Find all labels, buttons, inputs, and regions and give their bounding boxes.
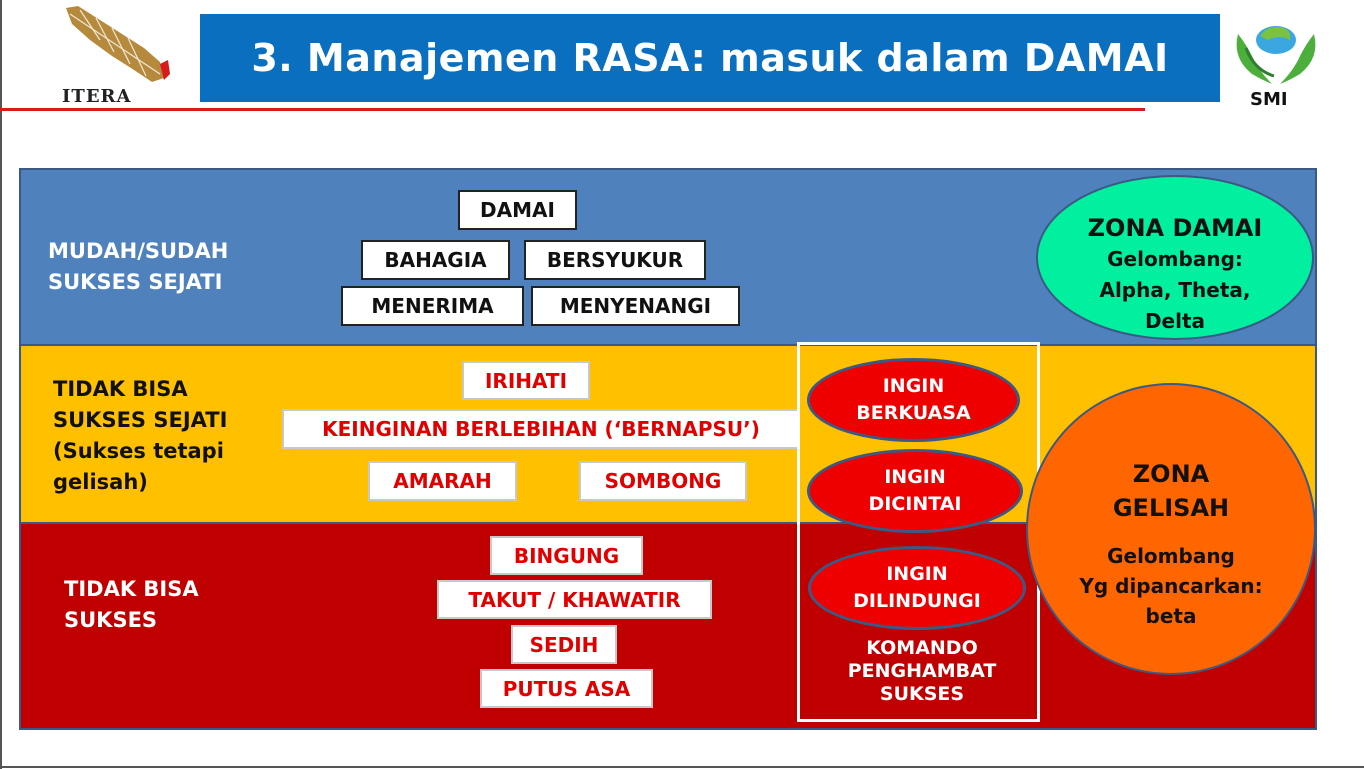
zona-gelisah-circle: ZONA GELISAH Gelombang Yg dipancarkan: b… [1026, 383, 1316, 675]
slide-frame-left [0, 0, 2, 769]
box-sedih: SEDIH [511, 625, 617, 664]
box-bersyukur: BERSYUKUR [524, 240, 706, 280]
row-label-top: MUDAH/SUDAH SUKSES SEJATI [48, 239, 229, 294]
itera-logo-text: ITERA [62, 86, 132, 107]
smi-globe-icon [1236, 26, 1316, 84]
row-label-middle: TIDAK BISA SUKSES SEJATI (Sukses tetapi … [53, 377, 228, 494]
box-keinginan-berlebihan: KEINGINAN BERLEBIHAN (‘BERNAPSU’) [282, 409, 800, 449]
box-amarah: AMARAH [368, 461, 517, 501]
page-title: 3. Manajemen RASA: masuk dalam DAMAI [200, 14, 1220, 102]
itera-map-icon [66, 6, 170, 82]
row-label-bottom: TIDAK BISA SUKSES [64, 577, 199, 632]
title-underline [0, 108, 1145, 111]
box-bingung: BINGUNG [490, 536, 643, 575]
box-bahagia: BAHAGIA [361, 240, 510, 280]
zona-gelisah-title: ZONA GELISAH [1112, 460, 1230, 522]
slide-frame-bottom [0, 766, 1364, 768]
komando-penghambat-label: KOMANDO PENGHAMBAT SUKSES [847, 637, 997, 705]
box-irihati: IRIHATI [462, 361, 590, 400]
zona-damai-title: ZONA DAMAI [1087, 214, 1263, 242]
box-sombong: SOMBONG [579, 461, 747, 501]
smi-logo [1228, 14, 1324, 90]
itera-logo [60, 4, 172, 86]
box-takut-khawatir: TAKUT / KHAWATIR [437, 580, 712, 619]
zona-damai-waves: Gelombang: Alpha, Theta, Delta [1099, 247, 1251, 333]
box-menerima: MENERIMA [341, 286, 524, 326]
box-damai: DAMAI [458, 190, 577, 230]
zona-damai-circle: ZONA DAMAI Gelombang: Alpha, Theta, Delt… [1036, 175, 1314, 340]
box-menyenangi: MENYENANGI [531, 286, 740, 326]
zona-gelisah-waves: Gelombang Yg dipancarkan: beta [1079, 544, 1263, 628]
box-putus-asa: PUTUS ASA [480, 669, 653, 708]
smi-logo-text: SMI [1250, 89, 1288, 110]
